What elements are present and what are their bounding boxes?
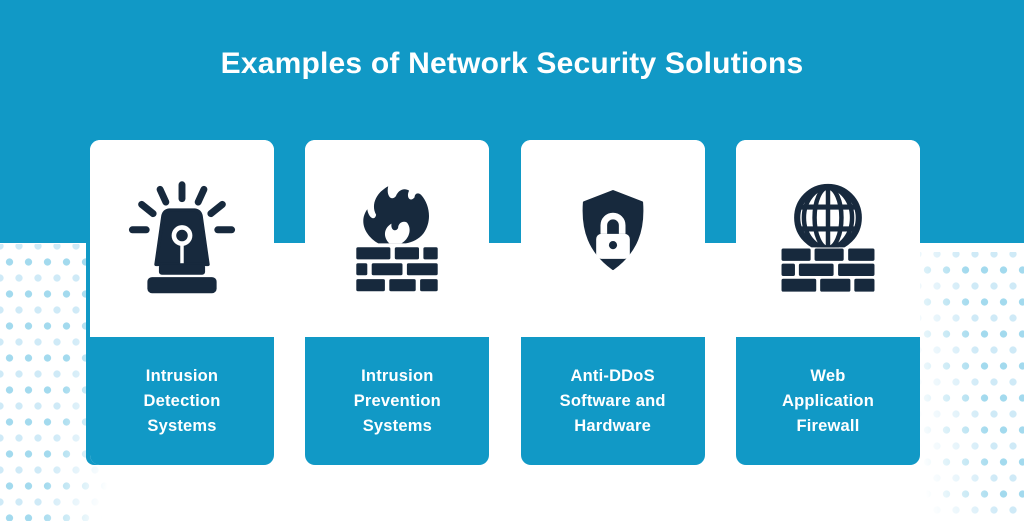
card-label-line: Systems	[362, 416, 432, 435]
card-label-line: Prevention	[353, 391, 441, 410]
card-label-line: Detection	[143, 391, 221, 410]
globe-brick-wall-icon	[781, 183, 875, 292]
card-label-line: Firewall	[796, 416, 860, 435]
card-label-line: Software and	[559, 391, 666, 410]
card-icon-area	[735, 140, 920, 337]
card-label: Intrusion Prevention Systems	[305, 337, 490, 465]
card-label: Anti-DDoS Software and Hardware	[520, 337, 705, 465]
flame-brick-wall-icon	[356, 185, 439, 291]
card-icon-area	[520, 140, 705, 337]
card-intrusion-detection-systems: Intrusion Detection Systems	[90, 140, 274, 465]
card-icon-area	[90, 140, 274, 337]
page-title: Examples of Network Security Solutions	[220, 47, 804, 80]
card-label: Intrusion Detection Systems	[90, 337, 274, 465]
card-label-line: Application	[781, 391, 874, 410]
card-icon-area	[305, 140, 490, 337]
card-intrusion-prevention-systems: Intrusion Prevention Systems	[305, 140, 490, 465]
siren-alarm-icon	[128, 180, 236, 293]
card-label-line: Intrusion	[361, 366, 434, 385]
card-anti-ddos: Anti-DDoS Software and Hardware	[520, 140, 705, 465]
card-label-line: Intrusion	[145, 366, 219, 385]
card-label: Web Application Firewall	[735, 337, 920, 465]
cards-row: Intrusion Detection Systems	[90, 140, 920, 465]
shield-lock-icon	[582, 189, 644, 270]
card-label-line: Hardware	[574, 416, 652, 435]
card-label-line: Anti-DDoS	[570, 366, 655, 385]
dot-pattern-right	[918, 252, 1024, 521]
card-label-line: Web	[810, 366, 846, 385]
card-label-line: Systems	[147, 416, 217, 435]
card-web-application-firewall: Web Application Firewall	[735, 140, 920, 465]
